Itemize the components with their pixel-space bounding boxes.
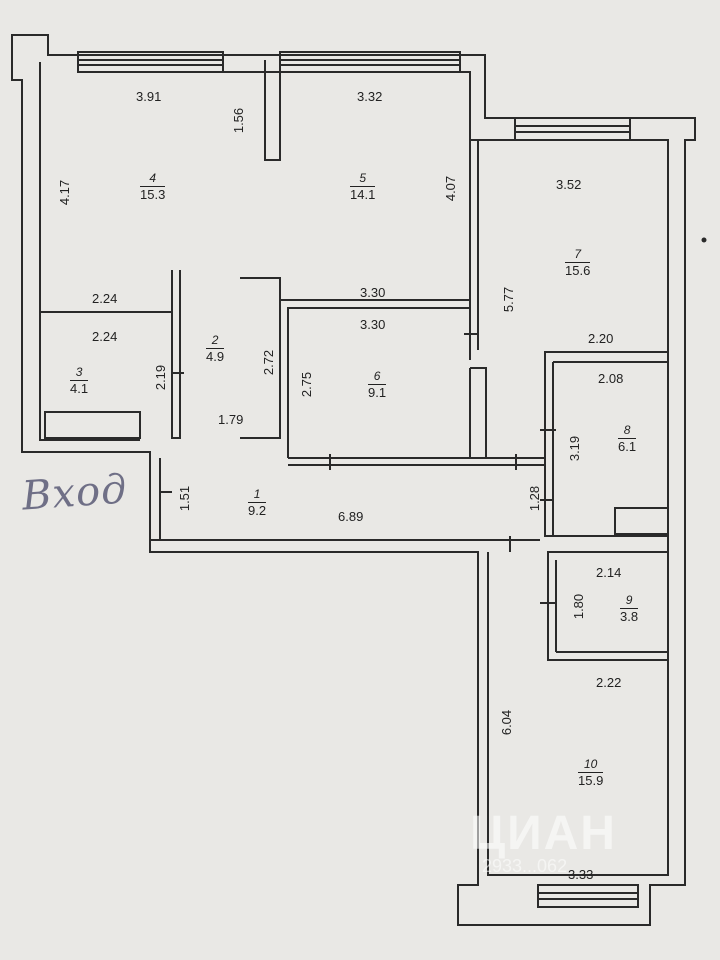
dim-r7-width: 3.52 <box>556 177 582 192</box>
watermark-listing-id: 2933...062 <box>482 856 568 876</box>
dot-mark <box>701 237 707 243</box>
dim-r9-width: 2.14 <box>596 565 622 580</box>
inner-wall-face <box>470 139 669 352</box>
partition <box>171 270 181 439</box>
inner-wall-face <box>78 71 471 300</box>
dim-r5-height: 4.07 <box>443 175 459 202</box>
window <box>537 884 639 908</box>
built-in <box>44 411 141 439</box>
dim-r10-height: 6.04 <box>499 709 515 736</box>
dim-r6-height: 2.75 <box>299 371 315 398</box>
dim-r3-top: 2.24 <box>92 291 118 306</box>
window <box>77 51 224 73</box>
dim-r8-height: 3.19 <box>567 435 583 462</box>
outer-wall <box>11 34 696 926</box>
dim-r2-bottom: 1.79 <box>218 412 244 427</box>
dim-r8-width: 2.08 <box>598 371 624 386</box>
room-8-wall <box>544 351 669 537</box>
inner-wall-face <box>39 62 140 441</box>
dim-r3-inner: 2.24 <box>92 329 118 344</box>
dim-r10-bottom: 3.33 <box>568 867 594 882</box>
entrance-handwritten-label: Вход <box>20 466 129 520</box>
dim-r4-width: 3.91 <box>136 89 162 104</box>
dim-r1-width: 6.89 <box>338 509 364 524</box>
built-in <box>614 507 669 535</box>
window <box>514 117 631 141</box>
dim-r7-bottom: 2.20 <box>588 331 614 346</box>
partition <box>279 278 471 458</box>
dim-r9-height: 1.80 <box>571 593 587 620</box>
dim-r2-height: 2.72 <box>261 349 277 376</box>
watermark-brand: ЦИАН <box>470 807 617 860</box>
partition <box>469 367 487 459</box>
dim-partition-156: 1.56 <box>231 107 247 134</box>
partition <box>264 60 281 161</box>
dim-r7-height: 5.77 <box>501 286 517 313</box>
dim-r5-width: 3.32 <box>357 89 383 104</box>
dim-r10-top: 2.22 <box>596 675 622 690</box>
dim-r6-inner: 3.30 <box>360 317 386 332</box>
room-9-wall <box>547 551 669 661</box>
inner-wall-face <box>487 536 669 876</box>
dim-r3-height: 2.19 <box>153 364 169 391</box>
dim-r6-top: 3.30 <box>360 285 386 300</box>
dim-r4-height: 4.17 <box>57 179 73 206</box>
partition <box>240 277 281 439</box>
dim-r1-right: 1.28 <box>527 485 543 512</box>
dim-r1-left: 1.51 <box>177 485 193 512</box>
